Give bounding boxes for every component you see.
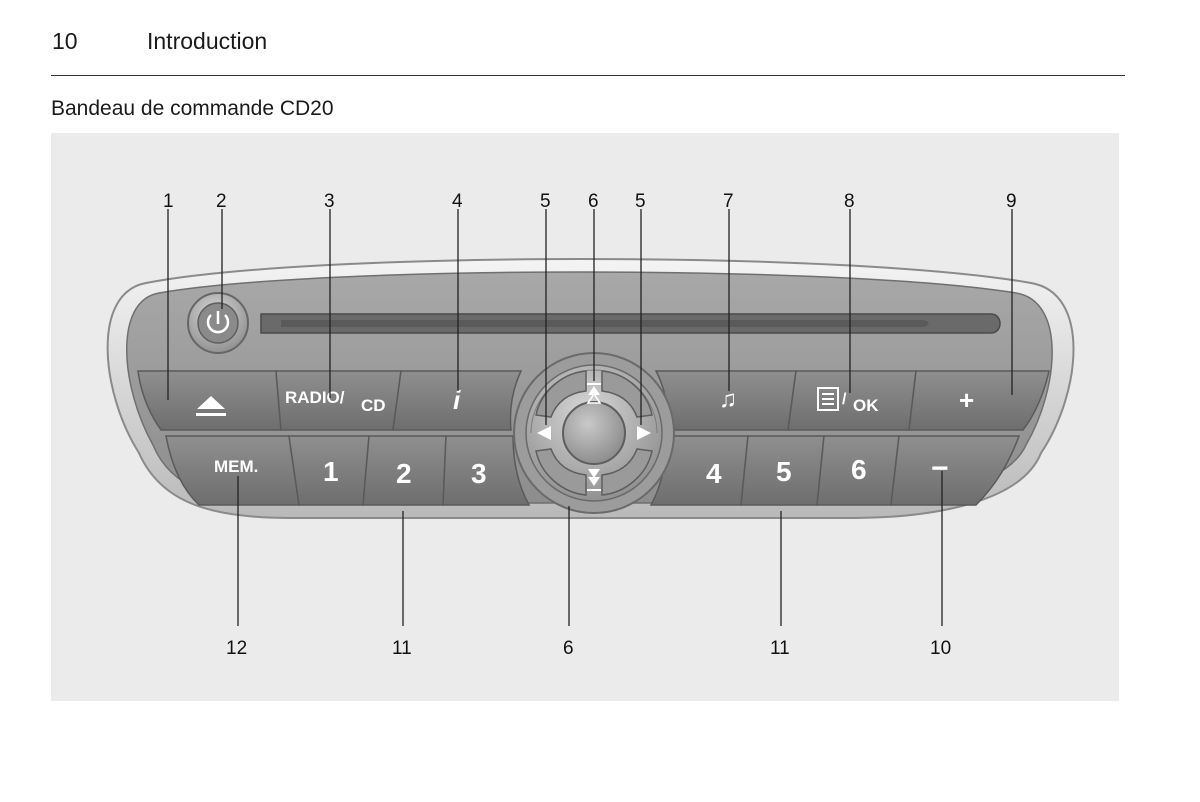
radio-cd-sublabel: CD: [361, 396, 386, 415]
callout-label: 1: [163, 191, 174, 212]
section-title: Bandeau de commande CD20: [51, 97, 334, 120]
joystick-center-button: [562, 401, 626, 465]
joystick-up-left: [535, 370, 587, 418]
mem-label: MEM.: [214, 457, 258, 476]
preset-6-label: 6: [851, 454, 867, 485]
music-button[interactable]: ♫: [654, 370, 797, 431]
power-icon: [206, 314, 230, 334]
callout-lines-top: [167, 209, 1013, 425]
callout-label: 12: [226, 638, 247, 659]
plus-label: +: [959, 385, 974, 415]
info-icon: i: [453, 385, 461, 415]
preset-1-button[interactable]: 1: [288, 435, 370, 506]
preset-5-label: 5: [776, 456, 792, 487]
preset-2-button[interactable]: 2: [362, 435, 447, 506]
header-divider: [51, 75, 1125, 76]
preset-4-button[interactable]: 4: [649, 435, 749, 506]
preset-1-label: 1: [323, 456, 339, 487]
joystick-up-right: [601, 370, 653, 418]
svg-text:/: /: [842, 391, 847, 408]
callout-label: 9: [1006, 191, 1017, 212]
page-number: 10: [52, 28, 78, 54]
preset-6-button[interactable]: 6: [816, 435, 900, 506]
preset-4-label: 4: [706, 458, 722, 489]
radio-cd-button[interactable]: RADIO/ CD: [275, 370, 402, 431]
control-panel-illustration: RADIO/ CD i ♫ / OK + MEM. 1 2: [106, 191, 1075, 659]
callout-label: 5: [635, 191, 646, 212]
callout-label: 2: [216, 191, 227, 212]
ok-label: OK: [853, 396, 879, 415]
volume-down-button[interactable]: −: [890, 435, 1021, 506]
power-knob[interactable]: [187, 292, 249, 354]
menu-ok-button[interactable]: / OK: [787, 370, 917, 431]
eject-button[interactable]: [137, 370, 282, 431]
callout-label: 5: [540, 191, 551, 212]
chapter-title: Introduction: [147, 28, 268, 54]
preset-2-label: 2: [396, 458, 412, 489]
callout-label: 10: [930, 638, 951, 659]
menu-list-icon: [817, 387, 839, 411]
callout-label: 11: [392, 638, 412, 659]
mem-button[interactable]: MEM.: [165, 435, 300, 506]
callout-label: 11: [770, 638, 790, 659]
callout-lines-bottom: [237, 471, 943, 626]
seek-up-icon: [586, 383, 602, 404]
callout-label: 8: [844, 191, 855, 212]
minus-label: −: [931, 452, 949, 485]
preset-5-button[interactable]: 5: [740, 435, 825, 506]
info-button[interactable]: i: [392, 370, 523, 431]
callout-label: 6: [563, 638, 574, 659]
joystick-down-left: [535, 448, 587, 496]
callout-label: 3: [324, 191, 335, 212]
radio-cd-label: RADIO/: [285, 388, 345, 407]
callout-label: 4: [452, 191, 463, 212]
preset-3-label: 3: [471, 458, 487, 489]
arrow-left-icon: [537, 426, 551, 440]
control-panel-figure: RADIO/ CD i ♫ / OK + MEM. 1 2: [51, 133, 1119, 701]
volume-up-button[interactable]: +: [908, 370, 1050, 431]
callout-label: 7: [723, 191, 734, 212]
eject-icon: [196, 396, 226, 416]
joystick-down-right: [601, 448, 653, 496]
music-note-icon: ♫: [719, 386, 737, 413]
arrow-right-icon: [637, 426, 651, 440]
seek-down-icon: [587, 469, 601, 491]
preset-3-button[interactable]: 3: [442, 435, 531, 506]
navigation-joystick[interactable]: [513, 352, 675, 514]
callout-label: 6: [588, 191, 599, 212]
